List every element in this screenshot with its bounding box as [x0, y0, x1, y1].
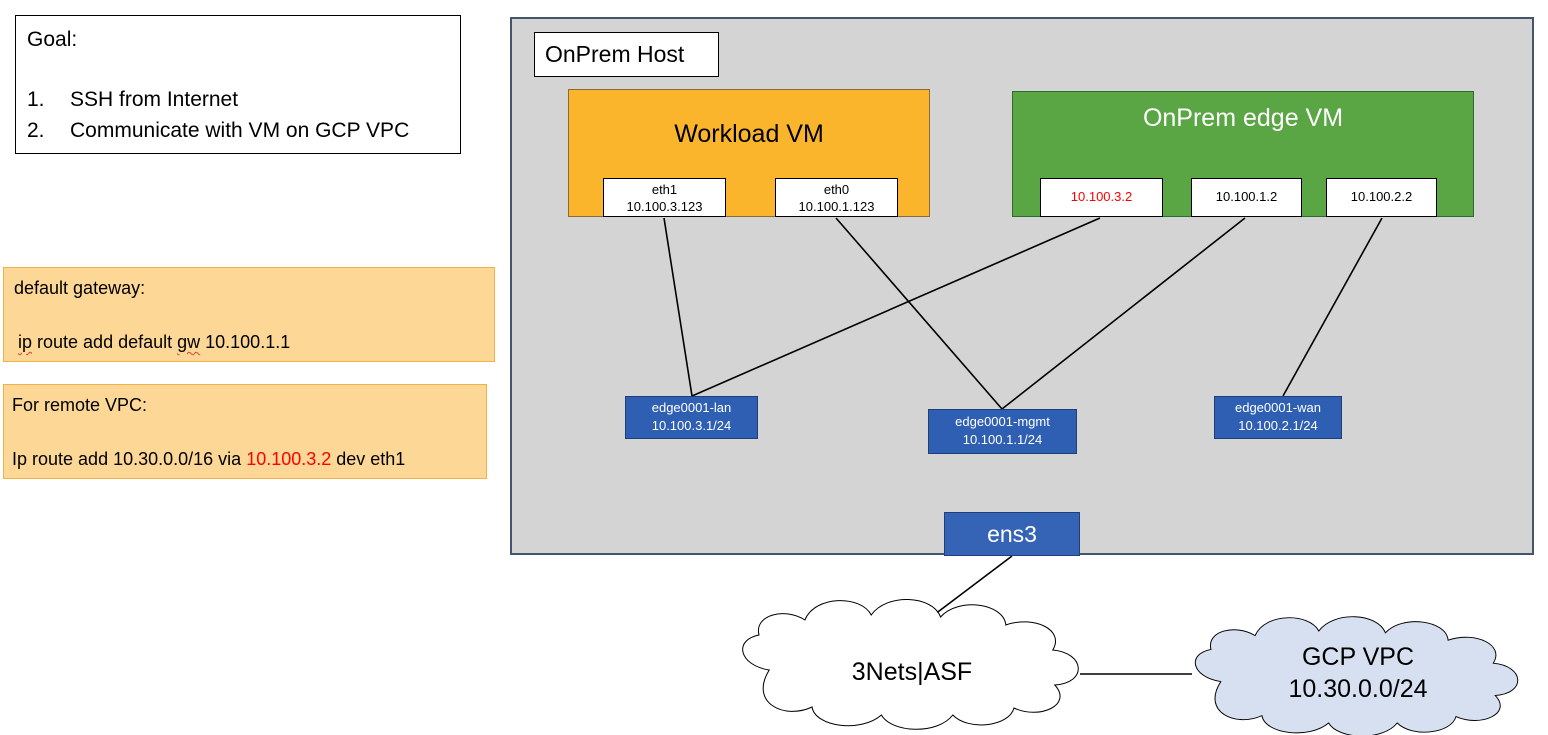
default-gateway-note: [3, 267, 495, 362]
link-eth1-to-lan: [663, 217, 693, 397]
default-gateway-title: default gateway:: [14, 278, 146, 298]
command-token: 10.100.1.1: [200, 332, 291, 352]
goal-item-number: 1.: [27, 88, 45, 111]
remote-vpc-command: Ip route add 10.30.0.0/16 via 10.100.3.2…: [12, 449, 405, 470]
edge-port-wan: 10.100.2.2: [1326, 178, 1437, 217]
link-edge-mgmt-to-mgmt: [1001, 217, 1246, 410]
workload-port-eth1: eth1 10.100.3.123: [603, 178, 726, 217]
bridge-mgmt: edge0001-mgmt 10.100.1.1/24: [928, 409, 1077, 454]
goal-title: Goal:: [27, 28, 78, 51]
command-token: gw: [177, 332, 201, 352]
edge-port-lan: 10.100.3.2: [1040, 178, 1163, 217]
link-edge-lan-to-lan: [691, 217, 1101, 397]
bridge-name: edge0001-wan: [1234, 400, 1322, 415]
goal-box: [15, 15, 461, 154]
remote-vpc-note: [3, 384, 487, 479]
bridge-subnet: 10.100.1.1/24: [962, 432, 1043, 447]
command-token: ip: [18, 332, 33, 352]
link-eth0-to-mgmt: [835, 217, 1003, 410]
command-token: route add default: [32, 332, 178, 352]
bridge-subnet: 10.100.3.1/24: [651, 418, 732, 433]
onprem-host-label: OnPrem Host: [534, 32, 719, 77]
command-token: dev eth1: [331, 449, 406, 469]
edge-lan-ip-highlight: 10.100.3.2: [246, 449, 332, 469]
goal-item-text: SSH from Internet: [70, 88, 239, 111]
link-edge-wan-to-wan: [1282, 217, 1383, 397]
gcp-cloud-shape: [1194, 616, 1519, 735]
goal-item-text: Communicate with VM on GCP VPC: [70, 119, 410, 142]
goal-item-number: 2.: [27, 119, 45, 142]
port-name: eth0: [823, 182, 850, 197]
onprem-edge-vm-title: OnPrem edge VM: [1142, 104, 1344, 132]
goal-item-2: 2. Communicate with VM on GCP VPC: [0, 119, 460, 145]
transit-cloud-shape: [742, 599, 1079, 730]
bridge-name: edge0001-lan: [651, 400, 732, 415]
workload-vm-title: Workload VM: [674, 120, 824, 148]
bridge-lan: edge0001-lan 10.100.3.1/24: [625, 396, 758, 439]
transit-cloud-label: 3Nets|ASF: [851, 658, 973, 686]
gcp-cloud-cidr: 10.30.0.0/24: [1288, 675, 1428, 703]
remote-vpc-title: For remote VPC:: [12, 395, 148, 415]
gcp-cloud-label: GCP VPC 10.30.0.0/24: [1238, 641, 1478, 705]
workload-port-eth0: eth0 10.100.1.123: [775, 178, 898, 217]
edge-port-mgmt: 10.100.1.2: [1191, 178, 1302, 217]
port-ip: 10.100.3.123: [626, 199, 703, 214]
gcp-cloud-name: GCP VPC: [1301, 643, 1415, 671]
default-gateway-command: ip route add default gw 10.100.1.1: [18, 332, 290, 353]
port-ip: 10.100.1.123: [798, 199, 875, 214]
bridge-name: edge0001-mgmt: [955, 414, 1050, 429]
bridge-subnet: 10.100.2.1/24: [1238, 418, 1318, 433]
command-token: Ip route add 10.30.0.0/16 via: [12, 449, 247, 469]
port-name: eth1: [651, 182, 678, 197]
goal-item-1: 1. SSH from Internet: [0, 88, 460, 114]
bridge-wan: edge0001-wan 10.100.2.1/24: [1214, 396, 1342, 439]
uplink-ens3: ens3: [944, 512, 1080, 556]
